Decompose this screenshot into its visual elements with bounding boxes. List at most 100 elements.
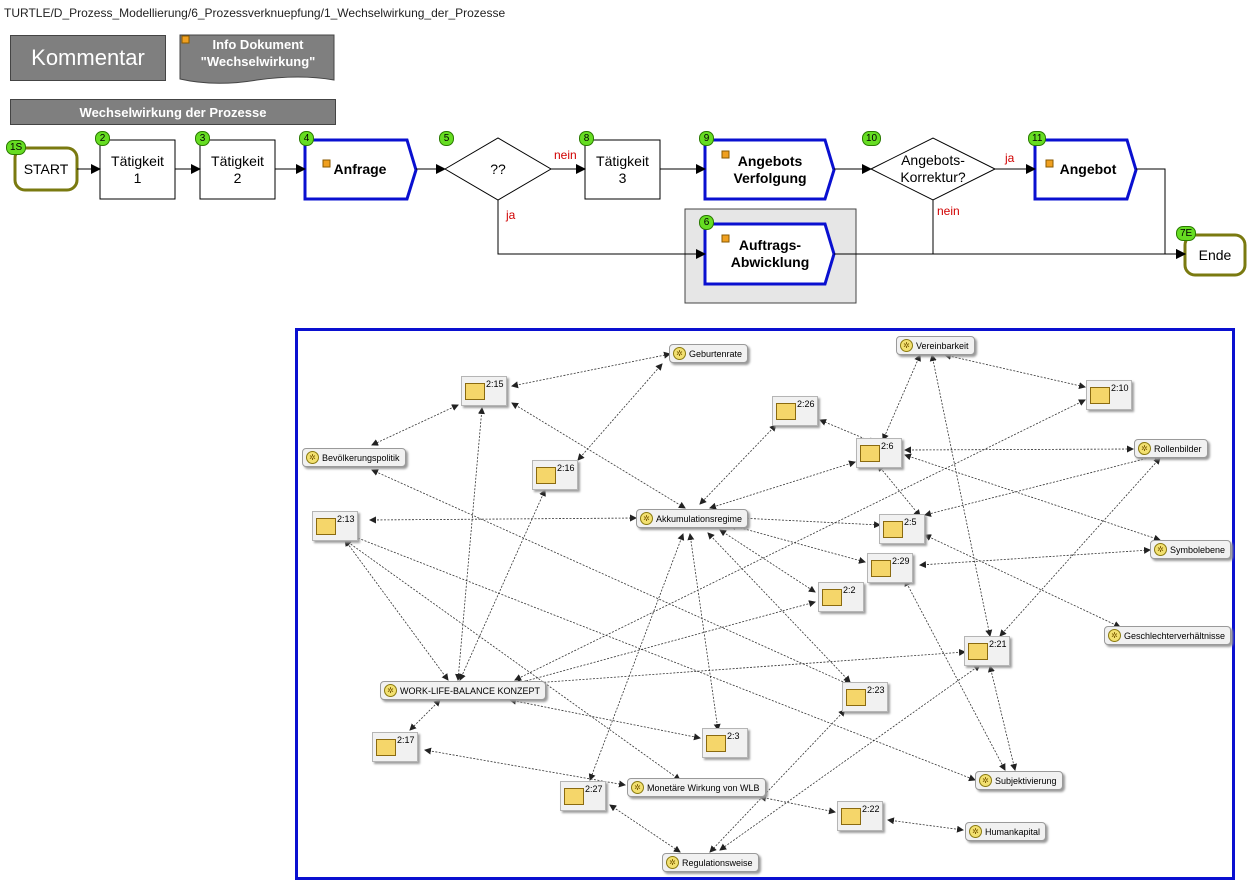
verfolgung-number-badge: 9 — [699, 131, 714, 146]
quote-node-2-16[interactable]: 2:16 — [532, 460, 578, 490]
abwicklung-node[interactable]: Auftrags- Abwicklung — [718, 224, 822, 284]
quote-node-2-6[interactable]: 2:6 — [856, 438, 902, 468]
code-node-wlb-konzept[interactable]: ✲WORK-LIFE-BALANCE KONZEPT — [380, 681, 547, 700]
quote-label: 2:5 — [904, 517, 917, 527]
code-node-geschlechterverhaeltnisse[interactable]: ✲Geschlechterverhältnisse — [1104, 626, 1232, 645]
taetigkeit1-line2: 1 — [133, 169, 142, 186]
angebot-number-badge: 11 — [1028, 131, 1047, 146]
quote-label: 2:10 — [1111, 383, 1129, 393]
code-label: Bevölkerungspolitik — [322, 452, 400, 463]
code-node-rollenbilder[interactable]: ✲Rollenbilder — [1134, 439, 1208, 458]
quote-icon — [822, 589, 842, 606]
quote-label: 2:15 — [486, 379, 504, 389]
info-document-line1: Info Dokument — [212, 37, 304, 52]
quote-node-2-26[interactable]: 2:26 — [772, 396, 818, 426]
code-node-bevoelkerungspolitik[interactable]: ✲Bevölkerungspolitik — [302, 448, 406, 467]
quote-icon — [564, 788, 584, 805]
quote-label: 2:13 — [337, 514, 355, 524]
quote-node-2-3[interactable]: 2:3 — [702, 728, 748, 758]
taetigkeit1-line1: Tätigkeit — [111, 152, 164, 169]
quote-node-2-17[interactable]: 2:17 — [372, 732, 418, 762]
decision2-line2: Korrektur? — [900, 169, 966, 185]
decision2-line1: Angebots- — [901, 152, 965, 168]
quote-icon — [376, 739, 396, 756]
decision1-number-badge: 5 — [439, 131, 454, 146]
quote-node-2-23[interactable]: 2:23 — [842, 682, 888, 712]
code-label: Geschlechterverhältnisse — [1124, 630, 1226, 641]
code-label: Vereinbarkeit — [916, 340, 969, 351]
quote-node-2-27[interactable]: 2:27 — [560, 781, 606, 811]
abwicklung-line2: Abwicklung — [730, 254, 810, 270]
quote-node-2-21[interactable]: 2:21 — [964, 636, 1010, 666]
breadcrumb: TURTLE/D_Prozess_Modellierung/6_Prozessv… — [4, 6, 506, 20]
quote-node-2-10[interactable]: 2:10 — [1086, 380, 1132, 410]
quote-node-2-15[interactable]: 2:15 — [461, 376, 507, 406]
angebot-shape — [1033, 138, 1138, 201]
code-label: Monetäre Wirkung von WLB — [647, 782, 760, 793]
quote-label: 2:17 — [397, 735, 415, 745]
quote-icon — [860, 445, 880, 462]
anfrage-node[interactable]: Anfrage — [333, 161, 387, 177]
start-number-badge: 1S — [6, 140, 27, 155]
code-node-geburtenrate[interactable]: ✲Geburtenrate — [669, 344, 749, 363]
verfolgung-line2: Verfolgung — [733, 169, 807, 186]
code-icon: ✲ — [1108, 629, 1121, 642]
quote-icon — [536, 467, 556, 484]
code-node-regulationsweise[interactable]: ✲Regulationsweise — [662, 853, 759, 872]
abwicklung-line1: Auftrags- — [738, 237, 802, 253]
taetigkeit3-node[interactable]: Tätigkeit 3 — [585, 140, 660, 199]
taetigkeit1-shape — [99, 139, 176, 200]
code-icon: ✲ — [1138, 442, 1151, 455]
taetigkeit3-line2: 3 — [618, 169, 627, 186]
quote-icon — [1090, 387, 1110, 404]
start-node[interactable]: START — [23, 160, 69, 177]
info-document[interactable]: Info Dokument "Wechselwirkung" — [182, 36, 334, 76]
anfrage-shape — [303, 138, 418, 201]
taetigkeit1-node[interactable]: Tätigkeit 1 — [100, 140, 175, 199]
angebot-node[interactable]: Angebot — [1059, 161, 1117, 177]
decision2-number-badge: 10 — [862, 131, 882, 146]
quote-icon — [846, 689, 866, 706]
verfolgung-line1: Angebots — [737, 152, 803, 169]
code-node-symbolebene[interactable]: ✲Symbolebene — [1150, 540, 1232, 559]
network-view-frame — [295, 328, 1235, 880]
code-label: Regulationsweise — [682, 857, 753, 868]
taetigkeit2-node[interactable]: Tätigkeit 2 — [200, 140, 275, 199]
quote-node-2-13[interactable]: 2:13 — [312, 511, 358, 541]
quote-icon — [841, 808, 861, 825]
code-label: Akkumulationsregime — [656, 513, 743, 524]
quote-node-2-29[interactable]: 2:29 — [867, 553, 913, 583]
decision2-node[interactable]: Angebots- Korrektur? — [886, 150, 980, 188]
quote-label: 2:27 — [585, 784, 603, 794]
abwicklung-number-badge: 6 — [699, 215, 714, 230]
quote-node-2-5[interactable]: 2:5 — [879, 514, 925, 544]
abwicklung-shape — [703, 222, 836, 286]
code-icon: ✲ — [306, 451, 319, 464]
code-node-monetaere-wirkung[interactable]: ✲Monetäre Wirkung von WLB — [627, 778, 766, 797]
quote-icon — [968, 643, 988, 660]
quote-node-2-2[interactable]: 2:2 — [818, 582, 864, 612]
quote-label: 2:29 — [892, 556, 910, 566]
quote-icon — [883, 521, 903, 538]
code-icon: ✲ — [969, 825, 982, 838]
quote-label: 2:26 — [797, 399, 815, 409]
edge-label-nein2: nein — [937, 204, 960, 218]
quote-label: 2:2 — [843, 585, 856, 595]
ende-node[interactable]: Ende — [1198, 246, 1232, 263]
code-node-akkumulationsregime[interactable]: ✲Akkumulationsregime — [636, 509, 749, 528]
decision1-node[interactable]: ?? — [490, 160, 506, 177]
quote-icon — [776, 403, 796, 420]
info-document-line2: "Wechselwirkung" — [200, 54, 316, 69]
kommentar-box[interactable]: Kommentar — [10, 35, 166, 81]
taetigkeit2-line1: Tätigkeit — [211, 152, 264, 169]
code-label: Geburtenrate — [689, 348, 743, 359]
taetigkeit2-shape — [199, 139, 276, 200]
code-node-vereinbarkeit[interactable]: ✲Vereinbarkeit — [896, 336, 975, 355]
code-node-humankapital[interactable]: ✲Humankapital — [965, 822, 1047, 841]
code-icon: ✲ — [640, 512, 653, 525]
code-node-subjektivierung[interactable]: ✲Subjektivierung — [975, 771, 1063, 790]
code-icon: ✲ — [979, 774, 992, 787]
code-icon: ✲ — [384, 684, 397, 697]
quote-node-2-22[interactable]: 2:22 — [837, 801, 883, 831]
verfolgung-node[interactable]: Angebots Verfolgung — [718, 140, 822, 199]
